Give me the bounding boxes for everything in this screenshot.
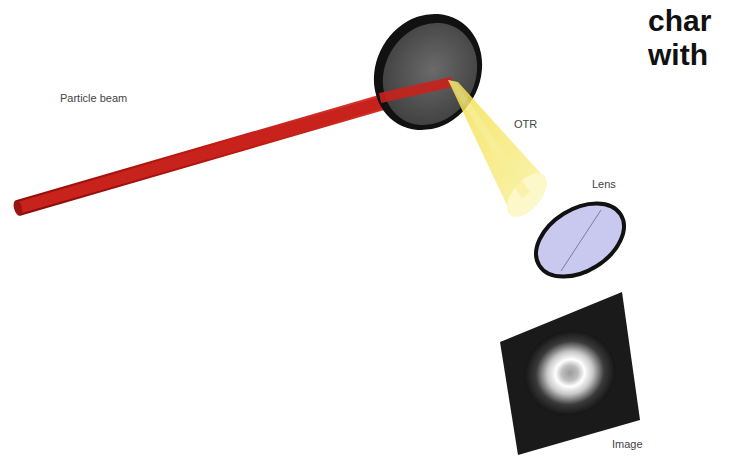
- image-screen: [500, 292, 640, 455]
- heading-fragment: char: [648, 6, 711, 36]
- lens: [523, 188, 637, 291]
- otr-light-cone: [448, 80, 554, 224]
- part-label: Particle beam: [60, 92, 127, 104]
- heading-fragment: with: [648, 40, 708, 70]
- part-label: OTR: [514, 118, 537, 130]
- part-label: Lens: [592, 178, 616, 190]
- part-label: Image: [612, 438, 643, 450]
